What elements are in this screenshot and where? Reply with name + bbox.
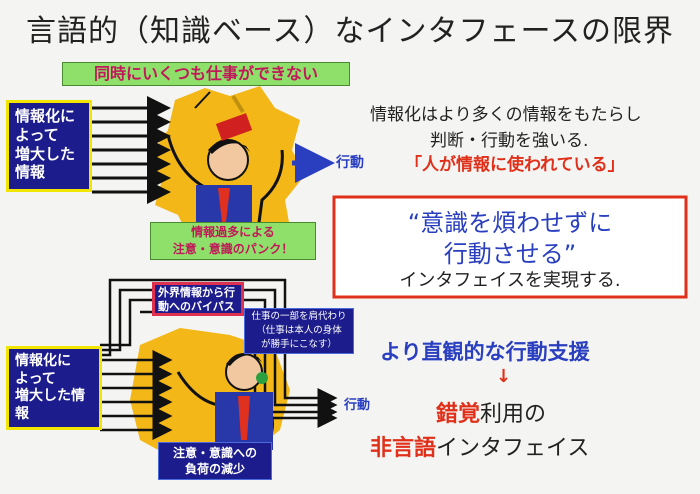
page-title: 言語的（知識ベース）なインタフェースの限界 [26, 14, 674, 49]
bottom-input-box: 情報化に よって 増大した情 報 [6, 346, 102, 430]
headset-icon [256, 372, 268, 384]
top-description-quote: 「人が情報に使われている」 [405, 155, 625, 175]
support-text: より直観的な行動支援 [380, 340, 590, 364]
top-description-line2: 判断・行動を強いる. [430, 131, 589, 151]
goal-frame [332, 195, 688, 299]
goal-line3: インタフェイスを実現する. [399, 270, 621, 291]
final-line1: 錯覚利用の [436, 402, 547, 427]
reduce-box: 注意・意識への 負荷の減少 [158, 442, 272, 480]
top-action-label: 行動 [336, 155, 364, 171]
bypass-box: 外界情報から行 動へのバイパス [152, 282, 244, 316]
bottom-action-label: 行動 [344, 398, 371, 413]
goal-line1: “意識を煩わせずに [407, 209, 613, 237]
overload-box: 情報過多による 注意・意識のパンク！ [150, 222, 316, 260]
goal-line2: 行動させる” [443, 240, 577, 268]
top-input-arrows [92, 96, 171, 204]
top-input-box: 情報化に よって 増大した 情報 [6, 100, 92, 192]
falling-pencil-icon [231, 94, 245, 114]
falling-item-icon [194, 91, 211, 109]
down-arrow: ↓ [496, 366, 512, 387]
top-banner: 同時にいくつも仕事ができない [62, 62, 350, 86]
top-description-line1: 情報化はより多くの情報をもたらし [370, 105, 642, 125]
relaxed-person-figure [176, 353, 274, 456]
delegate-box: 仕事の一部を肩代わり （仕事は本人の身体 が勝手にこなす） [244, 308, 354, 354]
falling-book-icon [215, 113, 253, 141]
final-line2: 非言語インタフェイス [370, 436, 590, 461]
